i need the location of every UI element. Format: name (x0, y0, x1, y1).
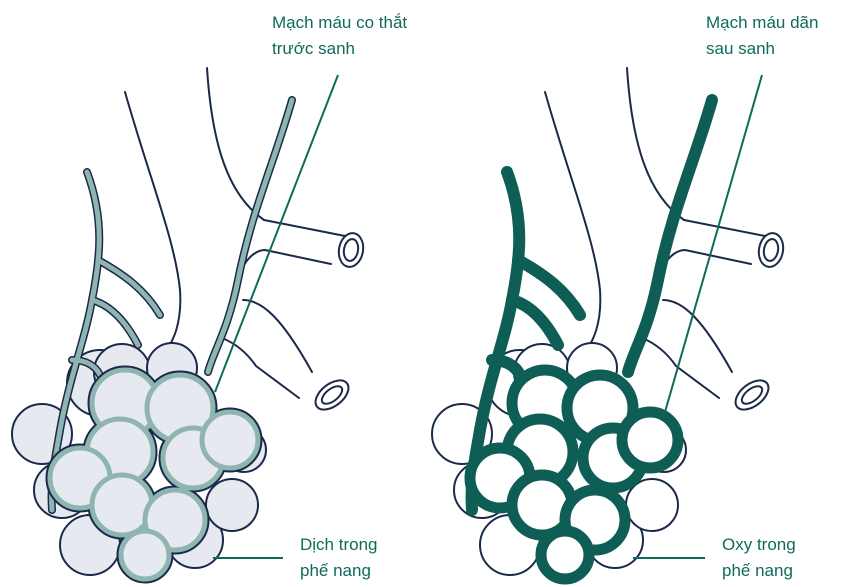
label-after-vessels-line2: sau sanh (706, 36, 818, 62)
label-before-vessels-line2: trước sanh (272, 36, 407, 62)
label-before-vessels-line1: Mạch máu co thắt (272, 10, 407, 36)
label-after-vessels-line1: Mạch máu dãn (706, 10, 818, 36)
before-birth-panel (12, 68, 366, 579)
label-before-vessels: Mạch máu co thắt trước sanh (272, 10, 407, 62)
leader-line-before-vessels (215, 75, 338, 392)
label-after-vessels: Mạch máu dãn sau sanh (706, 10, 818, 62)
label-before-alveoli-line2: phế nang (300, 558, 377, 584)
label-after-alveoli-line1: Oxy trong (722, 532, 796, 558)
after-birth-panel (432, 68, 786, 579)
label-before-alveoli-line1: Dịch trong (300, 532, 377, 558)
label-after-alveoli-line2: phế nang (722, 558, 796, 584)
label-before-alveoli: Dịch trong phế nang (300, 532, 377, 584)
label-after-alveoli: Oxy trong phế nang (722, 532, 796, 584)
leader-line-after-vessels (665, 75, 762, 412)
